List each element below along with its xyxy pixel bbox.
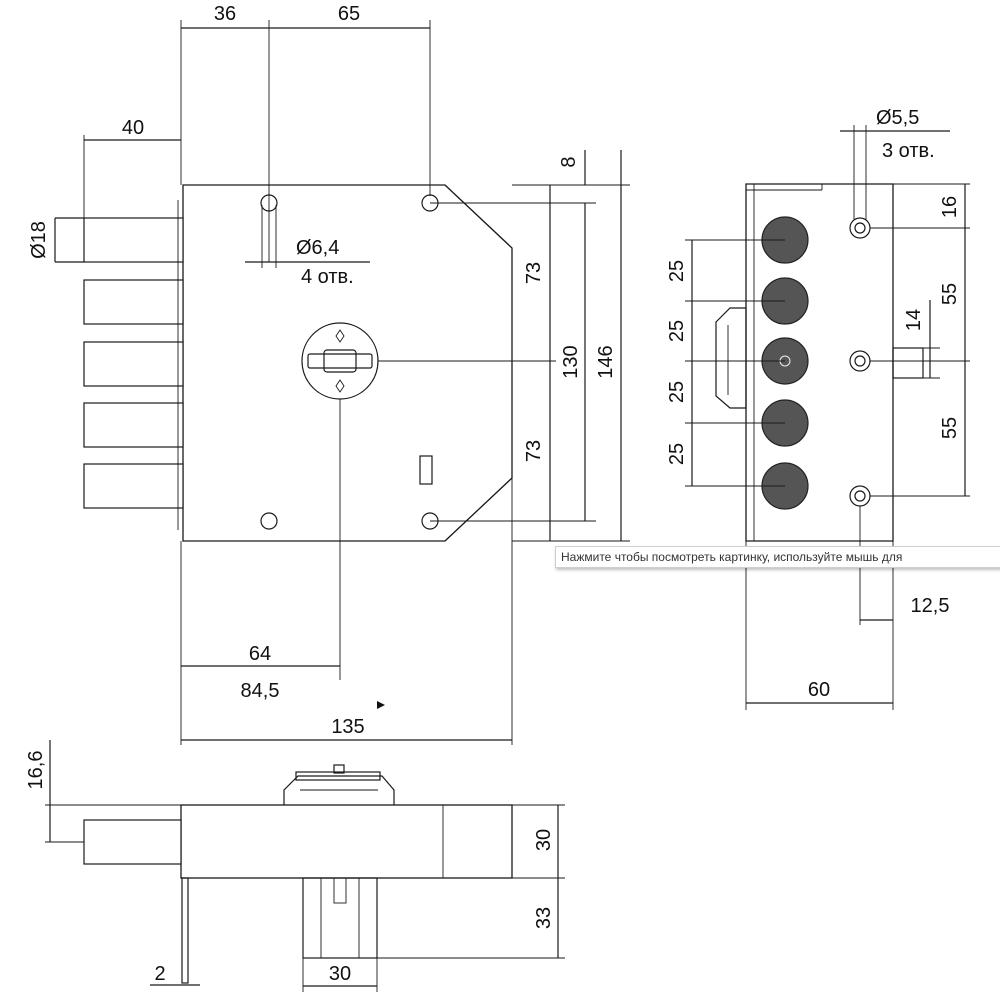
dim-146: 146 <box>595 345 617 378</box>
bottom-body <box>180 804 513 879</box>
dim-pitch-4: 25 <box>666 443 688 465</box>
dim-side-hole-count: 3 отв. <box>882 140 935 162</box>
dim-hole-count: 4 отв. <box>301 266 354 288</box>
dim-bolt-dia: Ø18 <box>28 221 50 259</box>
dim-side-55-top: 55 <box>939 283 961 305</box>
bolt <box>83 217 184 263</box>
dim-8: 8 <box>558 156 580 167</box>
image-tooltip: Нажмите чтобы посмотреть картинку, испол… <box>555 546 1000 568</box>
dim-side-12-5: 12,5 <box>911 595 950 617</box>
dim-bottom-33: 33 <box>533 907 555 929</box>
dim-64: 64 <box>249 643 271 665</box>
dim-bottom-30-w: 30 <box>329 963 351 985</box>
dim-36: 36 <box>214 3 236 25</box>
side-view: Ø5,5 3 отв. 16 55 55 14 25 25 25 25 12,5… <box>666 107 970 710</box>
dim-side-60: 60 <box>808 679 830 701</box>
dim-73-top: 73 <box>523 262 545 284</box>
bottom-view: 16,6 30 33 2 30 <box>25 740 565 992</box>
latch <box>715 307 747 409</box>
dim-135: 135 <box>331 716 364 738</box>
bottom-bolt <box>83 819 182 865</box>
cylinder-housing <box>302 877 378 959</box>
bolt <box>83 402 184 448</box>
bolt <box>83 341 184 387</box>
dim-73-bottom: 73 <box>523 440 545 462</box>
dim-pitch-1: 25 <box>666 260 688 282</box>
dim-40: 40 <box>122 117 144 139</box>
dim-130: 130 <box>560 345 582 378</box>
dim-pitch-3: 25 <box>666 381 688 403</box>
dim-side-14: 14 <box>903 309 925 331</box>
dim-bottom-2: 2 <box>154 963 165 985</box>
faceplate-strip <box>181 877 189 984</box>
lock-body <box>182 184 513 542</box>
front-view: 36 65 40 Ø18 Ø6,4 4 отв. 73 73 130 146 8 <box>28 3 630 745</box>
dim-pitch-2: 25 <box>666 320 688 342</box>
cylinder-head <box>283 775 395 805</box>
cursor-marker <box>377 701 385 709</box>
dim-side-16: 16 <box>939 196 961 218</box>
dim-84-5: 84,5 <box>241 680 280 702</box>
dim-side-hole-dia: Ø5,5 <box>876 107 919 129</box>
dim-65: 65 <box>338 3 360 25</box>
dim-hole-dia: Ø6,4 <box>296 237 339 259</box>
bolt <box>83 279 184 325</box>
dim-side-55-bottom: 55 <box>939 417 961 439</box>
dim-bottom-16-6: 16,6 <box>25 751 47 790</box>
bolt-group <box>83 200 184 530</box>
dim-bottom-30-h: 30 <box>533 829 555 851</box>
slot <box>419 455 433 485</box>
mounting-hole <box>260 512 278 530</box>
strike-tab <box>892 347 924 379</box>
bolt <box>83 463 184 509</box>
